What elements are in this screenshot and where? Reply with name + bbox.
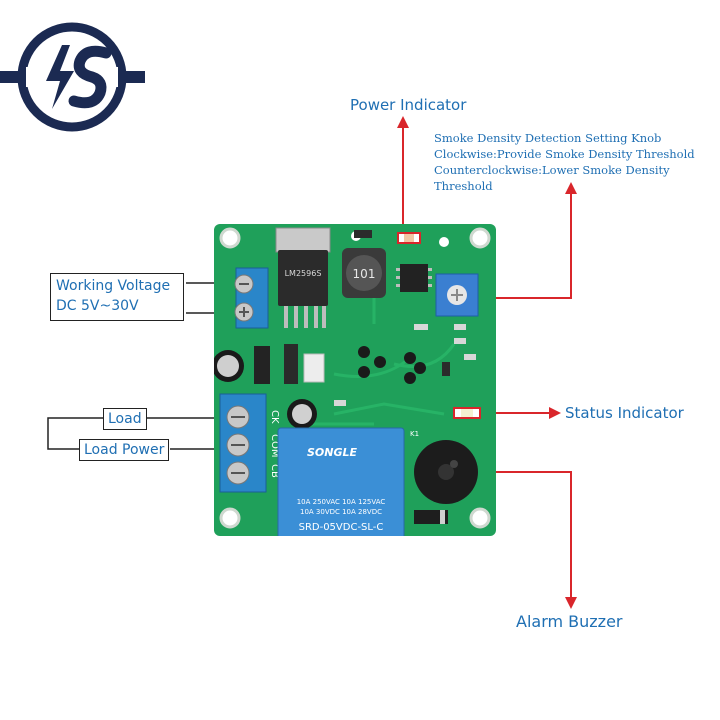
relay-spec-1: 10A 250VAC 10A 125VAC — [297, 498, 386, 506]
knob-line-2: Clockwise:Provide Smoke Density Threshol… — [434, 147, 695, 161]
working-voltage-value: DC 5V~30V — [56, 298, 139, 314]
knob-line-1: Smoke Density Detection Setting Knob — [434, 131, 662, 145]
knob-arrow — [487, 182, 577, 299]
mount-hole-tr — [469, 227, 491, 249]
svg-text:K1: K1 — [410, 430, 419, 438]
mount-hole-tl — [219, 227, 241, 249]
relay-model: SRD-05VDC-SL-C — [299, 522, 384, 533]
mount-hole-bl — [219, 507, 241, 529]
relay-brand: SONGLE — [307, 446, 358, 459]
svg-text:101: 101 — [353, 267, 376, 281]
knob-line-3: Counterclockwise:Lower Smoke Density Thr… — [434, 163, 670, 193]
relay — [277, 427, 405, 536]
load-label: Load — [103, 408, 147, 430]
relay-module-board: LM2596S 101 — [214, 224, 496, 536]
buzzer-arrow — [468, 471, 577, 609]
knob-description: Smoke Density Detection Setting Knob Clo… — [434, 130, 720, 194]
working-voltage-box: Working Voltage DC 5V~30V — [50, 273, 184, 321]
relay-spec-2: 10A 30VDC 10A 28VDC — [300, 508, 382, 516]
brand-logo — [0, 22, 145, 132]
terminal-label-cb: CB — [269, 464, 280, 478]
status-indicator-label: Status Indicator — [565, 404, 684, 422]
terminal-label-ck: CK — [269, 410, 280, 424]
working-voltage-label: Working Voltage — [56, 278, 171, 294]
alarm-buzzer-label: Alarm Buzzer — [516, 612, 623, 631]
load-power-label: Load Power — [79, 439, 170, 461]
power-indicator-label: Power Indicator — [350, 96, 467, 114]
mount-hole-br — [469, 507, 491, 529]
regulator-label: LM2596S — [285, 269, 322, 278]
terminal-label-com: COM — [269, 434, 280, 457]
